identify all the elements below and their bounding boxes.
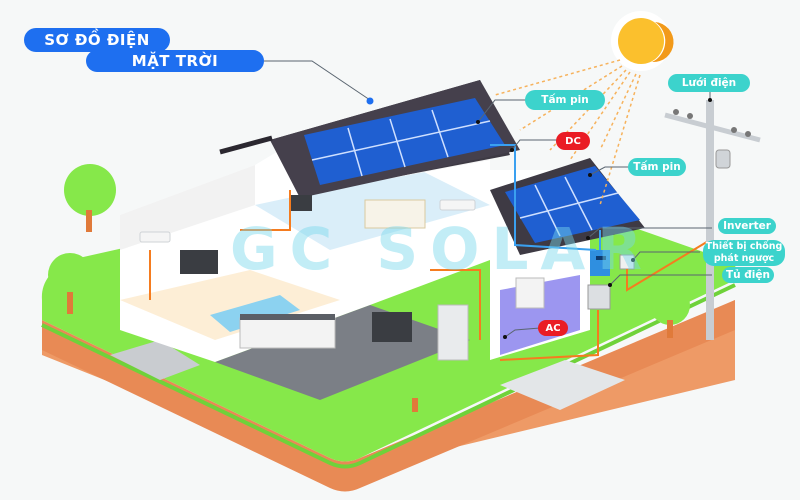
label-solar-panel-main: Tấm pin — [525, 90, 605, 110]
solar-panel-icon — [304, 98, 505, 185]
label-anti-backflow-device: Thiết bị chống phát ngược — [703, 240, 785, 266]
label-dc: DC — [556, 132, 590, 150]
computer-icon — [290, 195, 312, 211]
walkway — [500, 360, 625, 410]
tree-icon — [48, 164, 690, 412]
watermark: GC SOLAR — [230, 215, 654, 283]
sofa-icon — [210, 295, 300, 332]
oven-icon — [372, 312, 412, 342]
callout-lines — [264, 60, 712, 338]
bed-icon — [364, 199, 426, 229]
title-line-2: MẶT TRỜI — [86, 50, 264, 72]
sun-icon — [611, 11, 674, 71]
steps — [110, 340, 200, 380]
label-solar-panel-secondary: Tấm pin — [628, 158, 686, 176]
utility-pole-icon — [664, 100, 761, 340]
tv-icon — [180, 250, 218, 274]
kitchen-cabinet — [239, 317, 336, 349]
breaker-box-icon — [587, 284, 611, 310]
label-inverter: Inverter — [718, 218, 776, 234]
label-grid: Lưới điện — [668, 74, 750, 92]
main-roof — [219, 80, 520, 198]
label-ac: AC — [538, 320, 568, 336]
washer-icon — [515, 277, 545, 309]
fridge-icon — [437, 304, 469, 361]
title-line-1: SƠ ĐỒ ĐIỆN — [24, 28, 170, 52]
dc-wiring — [490, 144, 601, 251]
label-electrical-cabinet: Tủ điện — [722, 267, 774, 283]
